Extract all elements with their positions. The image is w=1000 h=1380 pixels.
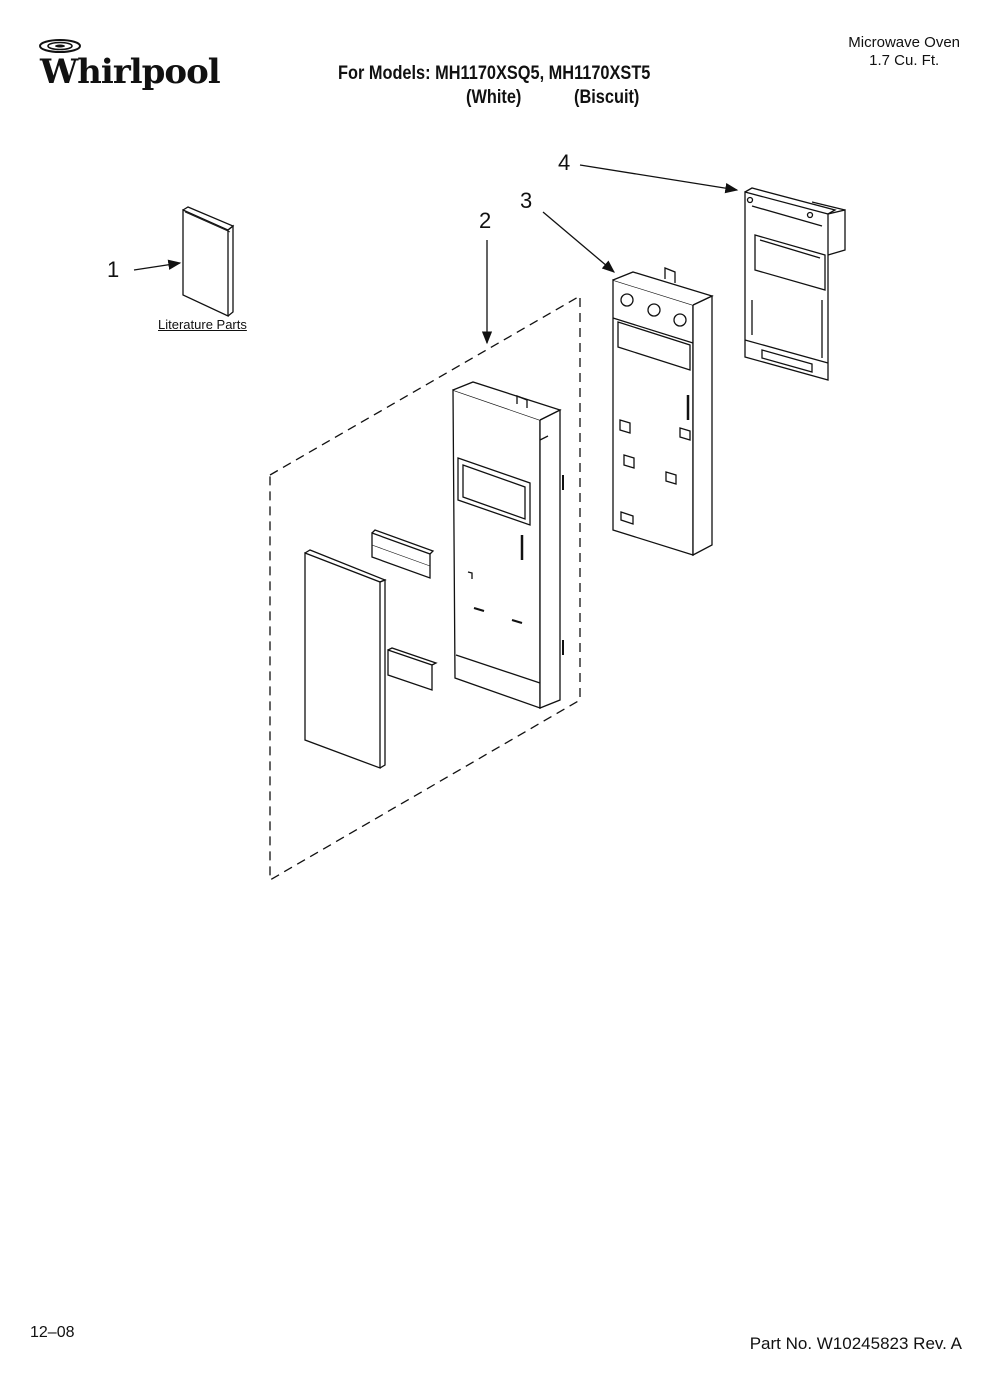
- revision-date: 12–08: [30, 1324, 75, 1341]
- callout-4-number: 4: [558, 150, 571, 175]
- brand-wordmark: Whirlpool: [40, 52, 221, 92]
- touchpad-overlay: [304, 549, 387, 769]
- literature-booklet: [182, 206, 235, 318]
- callout-1-arrow: [133, 259, 182, 271]
- product-info: Microwave Oven 1.7 Cu. Ft.: [848, 34, 960, 70]
- display-window: [371, 529, 435, 579]
- callout-3-arrow: [542, 211, 615, 273]
- callout-1-number: 1: [107, 257, 120, 282]
- product-type: Microwave Oven: [848, 34, 960, 51]
- literature-parts-label: Literature Parts: [158, 317, 247, 332]
- callout-2-number: 2: [479, 208, 492, 233]
- control-board: [744, 187, 846, 381]
- control-panel-frame: [612, 267, 714, 557]
- variant-white: (White): [466, 87, 522, 108]
- label-plate: [387, 647, 438, 691]
- whirlpool-logo: [39, 39, 81, 53]
- control-panel-front: [452, 381, 564, 709]
- callout-4-arrow: [579, 164, 739, 194]
- variant-biscuit: (Biscuit): [574, 87, 640, 108]
- capacity: 1.7 Cu. Ft.: [869, 52, 940, 69]
- models-line: For Models: MH1170XSQ5, MH1170XST5: [338, 63, 651, 84]
- part-number: Part No. W10245823 Rev. A: [749, 1334, 962, 1353]
- callout-3-number: 3: [520, 188, 533, 213]
